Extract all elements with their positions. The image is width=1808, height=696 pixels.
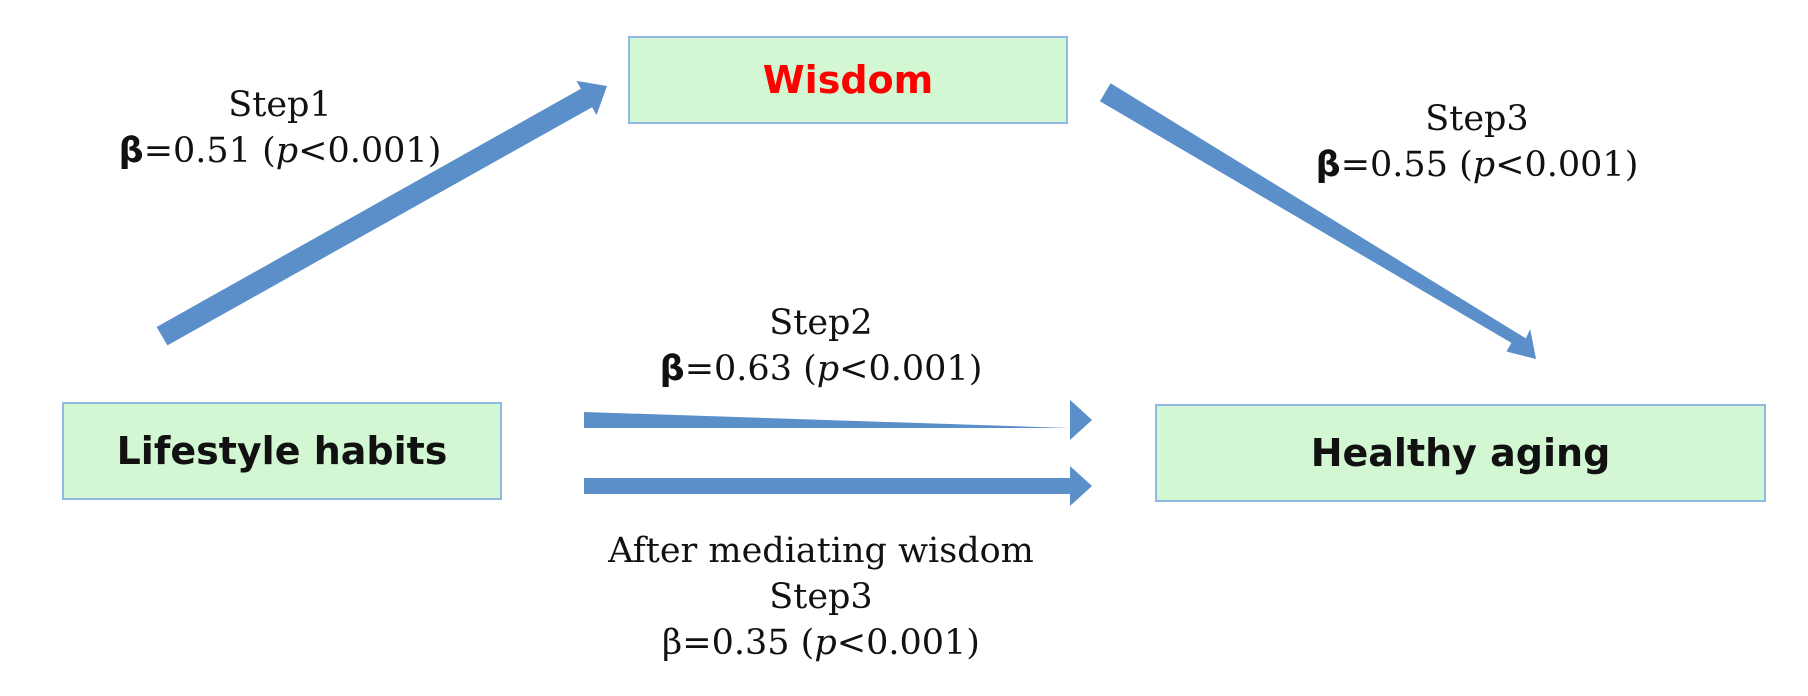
step3-coefficient: β=0.55 (p<0.001) <box>1316 142 1639 188</box>
wisdom-node-label: Wisdom <box>762 58 934 102</box>
p-value: <0.001) <box>1495 145 1639 185</box>
p-symbol: p <box>814 623 837 663</box>
beta-value: =0.51 ( <box>143 131 276 171</box>
p-symbol: p <box>816 349 840 389</box>
step1-coefficient: β=0.51 (p<0.001) <box>119 128 442 174</box>
step2-step-name: Step2 <box>769 303 873 343</box>
healthy-aging-node: Healthy aging <box>1155 404 1766 502</box>
p-symbol: p <box>275 131 299 171</box>
p-value: <0.001) <box>839 349 983 389</box>
step2-coefficient: β=0.63 (p<0.001) <box>660 346 983 392</box>
beta-symbol: β <box>659 349 685 389</box>
after-mediation-step-name: Step3 <box>769 577 873 617</box>
beta-symbol: β <box>662 623 683 663</box>
step3-path-label: Step3 β=0.55 (p<0.001) <box>1316 96 1639 188</box>
p-symbol: p <box>1472 145 1496 185</box>
arrow-step2-direct <box>584 400 1092 428</box>
after-mediation-caption: After mediating wisdom <box>608 531 1034 571</box>
step3-step-name: Step3 <box>1425 99 1529 139</box>
healthy-aging-node-label: Healthy aging <box>1310 431 1611 475</box>
step1-path-label: Step1 β=0.51 (p<0.001) <box>119 82 442 174</box>
beta-value: =0.35 ( <box>682 623 815 663</box>
beta-symbol: β <box>118 131 144 171</box>
wisdom-node: Wisdom <box>628 36 1068 124</box>
beta-symbol: β <box>1315 145 1341 185</box>
arrow-step2-direct-head <box>1070 400 1092 440</box>
arrow-lifestyle-to-wisdom <box>156 80 607 346</box>
p-value: <0.001) <box>298 131 442 171</box>
beta-value: =0.55 ( <box>1340 145 1473 185</box>
arrow-step3-after-mediation <box>584 478 1070 494</box>
beta-value: =0.63 ( <box>684 349 817 389</box>
step2-path-label: Step2 β=0.63 (p<0.001) <box>660 300 983 392</box>
arrow-step3-after-mediation-head <box>1070 466 1092 506</box>
arrow-wisdom-to-aging <box>1099 83 1536 359</box>
lifestyle-habits-node: Lifestyle habits <box>62 402 502 500</box>
after-mediation-coefficient: β=0.35 (p<0.001) <box>608 620 1034 666</box>
step1-step-name: Step1 <box>228 85 332 125</box>
after-mediation-path-label: After mediating wisdom Step3 β=0.35 (p<0… <box>608 528 1034 666</box>
lifestyle-habits-node-label: Lifestyle habits <box>116 429 448 473</box>
p-value: <0.001) <box>836 623 980 663</box>
